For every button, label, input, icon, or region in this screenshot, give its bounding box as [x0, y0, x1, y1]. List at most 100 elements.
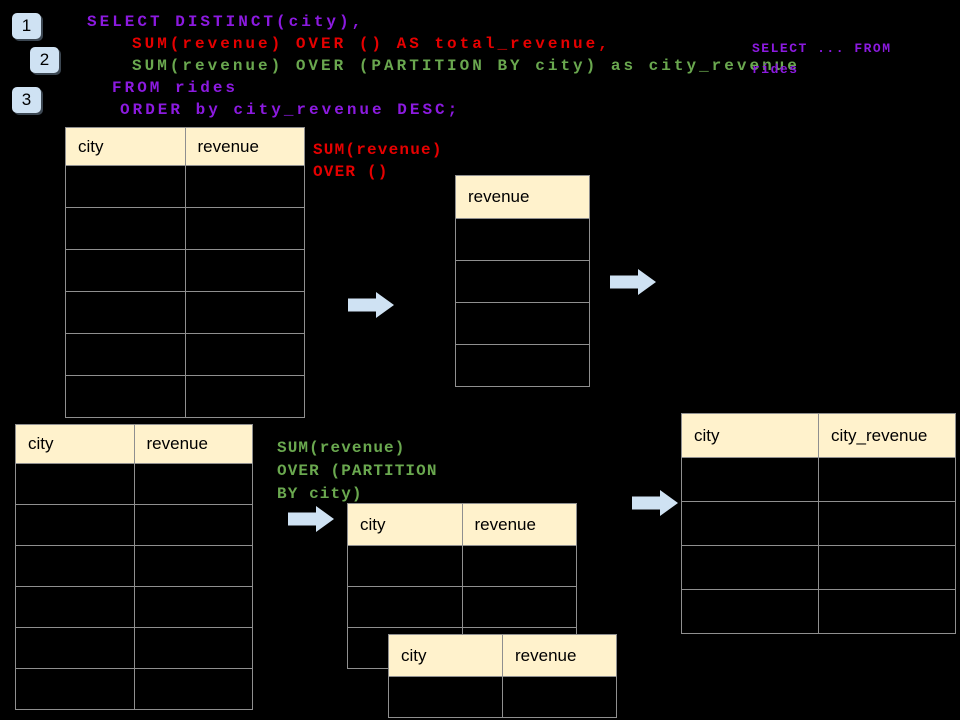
empty-cell — [65, 375, 186, 418]
table-row — [681, 501, 956, 546]
table-row — [681, 589, 956, 634]
code-line: SUM(revenue) OVER (PARTITION BY city) as… — [132, 57, 800, 75]
empty-cell — [184, 207, 305, 250]
empty-cell — [347, 586, 463, 628]
table-row — [65, 291, 305, 334]
empty-cell — [133, 545, 253, 587]
table-row — [681, 545, 956, 590]
code-line: ORDER by city_revenue DESC; — [120, 101, 461, 119]
arrow-right-icon — [288, 506, 334, 532]
table-row — [347, 586, 577, 628]
empty-cell — [818, 545, 956, 590]
table-row — [15, 627, 253, 669]
arrow-right-icon — [348, 292, 394, 318]
empty-cell — [133, 668, 253, 710]
code-line: SELECT DISTINCT(city), — [87, 13, 365, 31]
table-row — [388, 676, 617, 718]
empty-cell — [15, 668, 135, 710]
step-badge-2: 2 — [30, 47, 59, 73]
empty-cell — [681, 589, 819, 634]
code-line: OVER () — [313, 163, 389, 181]
arrow-right-icon — [632, 490, 678, 516]
sql-query-code: SELECT DISTINCT(city), SUM(revenue) OVER … — [87, 11, 800, 121]
empty-cell — [818, 457, 956, 502]
empty-cell — [65, 249, 186, 292]
table-row — [455, 344, 590, 387]
empty-cell — [818, 501, 956, 546]
empty-cell — [184, 333, 305, 376]
empty-cell — [681, 457, 819, 502]
empty-cell — [133, 586, 253, 628]
empty-cell — [455, 344, 590, 387]
table-row — [65, 207, 305, 250]
table-row — [65, 249, 305, 292]
empty-cell — [455, 218, 590, 261]
empty-cell — [461, 586, 577, 628]
table-row — [681, 457, 956, 502]
step-badge-3: 3 — [12, 87, 41, 113]
column-header-city: city — [388, 634, 503, 677]
empty-cell — [15, 545, 135, 587]
empty-cell — [65, 333, 186, 376]
empty-cell — [15, 627, 135, 669]
empty-cell — [133, 463, 253, 505]
empty-cell — [65, 207, 186, 250]
arrow-right-icon — [610, 269, 656, 295]
code-line: SELECT ... FROM — [752, 41, 892, 56]
table-row — [65, 375, 305, 418]
header-row: revenue — [455, 175, 590, 219]
table-row — [455, 302, 590, 345]
column-header-city: city — [15, 424, 135, 464]
step-badge-1: 1 — [12, 13, 41, 39]
code-line: SUM(revenue) OVER () AS total_revenue, — [132, 35, 611, 53]
code-line: FROM rides — [112, 79, 239, 97]
column-header-city: city — [65, 127, 186, 166]
empty-cell — [15, 586, 135, 628]
empty-cell — [133, 627, 253, 669]
empty-cell — [184, 165, 305, 208]
empty-cell — [681, 545, 819, 590]
table-row — [347, 545, 577, 587]
table-row — [455, 218, 590, 261]
code-line: SUM(revenue) — [313, 141, 443, 159]
table-total-revenue: revenue — [455, 175, 590, 387]
empty-cell — [15, 463, 135, 505]
column-header-revenue: revenue — [461, 503, 577, 546]
table-row — [15, 504, 253, 546]
empty-cell — [461, 545, 577, 587]
empty-cell — [65, 165, 186, 208]
code-line: BY city) — [277, 485, 363, 503]
table-row — [15, 545, 253, 587]
empty-cell — [15, 504, 135, 546]
empty-cell — [184, 375, 305, 418]
table-row — [15, 586, 253, 628]
empty-cell — [184, 249, 305, 292]
empty-cell — [347, 545, 463, 587]
empty-cell — [681, 501, 819, 546]
column-header-city_revenue: city_revenue — [818, 413, 956, 458]
column-header-revenue: revenue — [133, 424, 253, 464]
table-row — [15, 668, 253, 710]
empty-cell — [133, 504, 253, 546]
column-header-revenue: revenue — [502, 634, 617, 677]
empty-cell — [455, 260, 590, 303]
table-row — [65, 333, 305, 376]
empty-cell — [455, 302, 590, 345]
empty-cell — [388, 676, 503, 718]
code-line: OVER (PARTITION — [277, 462, 438, 480]
table-row — [15, 463, 253, 505]
total-revenue-annotation: SUM(revenue) OVER () — [313, 139, 443, 183]
column-header-revenue: revenue — [184, 127, 305, 166]
empty-cell — [65, 291, 186, 334]
column-header-city: city — [347, 503, 463, 546]
